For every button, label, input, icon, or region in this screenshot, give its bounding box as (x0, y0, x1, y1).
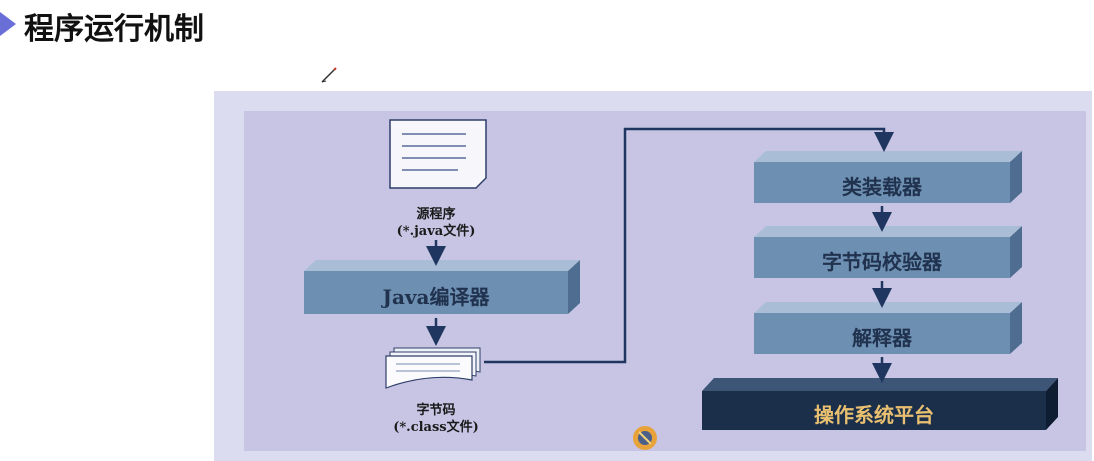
compiler-label: Java编译器 (382, 285, 490, 309)
bytecode-verifier-label: 字节码校验器 (822, 250, 942, 274)
interpreter-label: 解释器 (852, 326, 912, 350)
source-program-label: 源程序 (416, 207, 456, 222)
compiler-box (304, 260, 580, 314)
cursor-icon (633, 426, 657, 450)
bytecode-files-icon (385, 347, 481, 389)
play-marker-icon (0, 12, 16, 36)
class-loader-box (754, 151, 1022, 203)
os-platform-box (702, 378, 1058, 430)
source-ext-label: (*.java文件) (396, 224, 476, 239)
pen-icon[interactable] (320, 66, 338, 84)
source-file-icon (389, 119, 487, 189)
os-platform-label: 操作系统平台 (814, 403, 934, 427)
arrow-bytecode-to-loader (484, 127, 894, 364)
bytecode-ext-label: (*.class文件) (393, 420, 479, 435)
slide-header: 程序运行机制 (0, 0, 400, 48)
class-loader-label: 类装载器 (842, 175, 922, 199)
slide-title: 程序运行机制 (24, 12, 204, 47)
bytecode-verifier-box (754, 226, 1022, 278)
interpreter-box (754, 302, 1022, 354)
bytecode-label: 字节码 (416, 403, 456, 418)
